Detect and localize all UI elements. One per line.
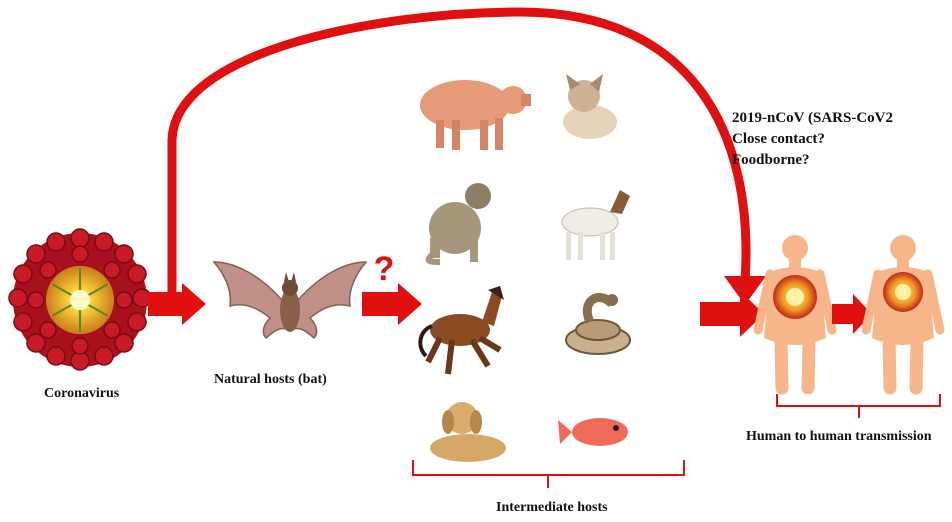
note-line: Foodborne? [732, 150, 893, 171]
snake-icon [566, 294, 630, 354]
human-bracket [777, 394, 940, 418]
transmission-notes: 2019-nCoV (SARS-CoV2 Close contact? Food… [732, 108, 893, 171]
arrow-virus-to-bat [148, 283, 206, 325]
human-transmission-label: Human to human transmission [746, 429, 932, 445]
note-line: 2019-nCoV (SARS-CoV2 [732, 108, 893, 129]
human-body-icon [866, 235, 940, 388]
question-mark: ? [374, 250, 395, 288]
coronavirus-label: Coronavirus [44, 386, 119, 402]
monkey-icon [428, 183, 491, 262]
arc-arrow [172, 12, 766, 305]
dog-icon [430, 402, 506, 462]
intermediate-hosts-label: Intermediate hosts [496, 500, 608, 516]
coronavirus-icon [9, 229, 151, 370]
cat-icon [563, 74, 617, 139]
human-body-icon [758, 235, 832, 388]
pig-icon [420, 80, 531, 150]
bat-icon [214, 262, 366, 338]
natural-hosts-label: Natural hosts (bat) [214, 372, 327, 388]
horse-icon [420, 286, 504, 374]
goat-icon [562, 190, 630, 260]
intermediate-bracket [413, 460, 684, 488]
fish-icon [558, 418, 628, 446]
arrow-bat-to-intermediate [362, 283, 422, 325]
note-line: Close contact? [732, 129, 893, 150]
